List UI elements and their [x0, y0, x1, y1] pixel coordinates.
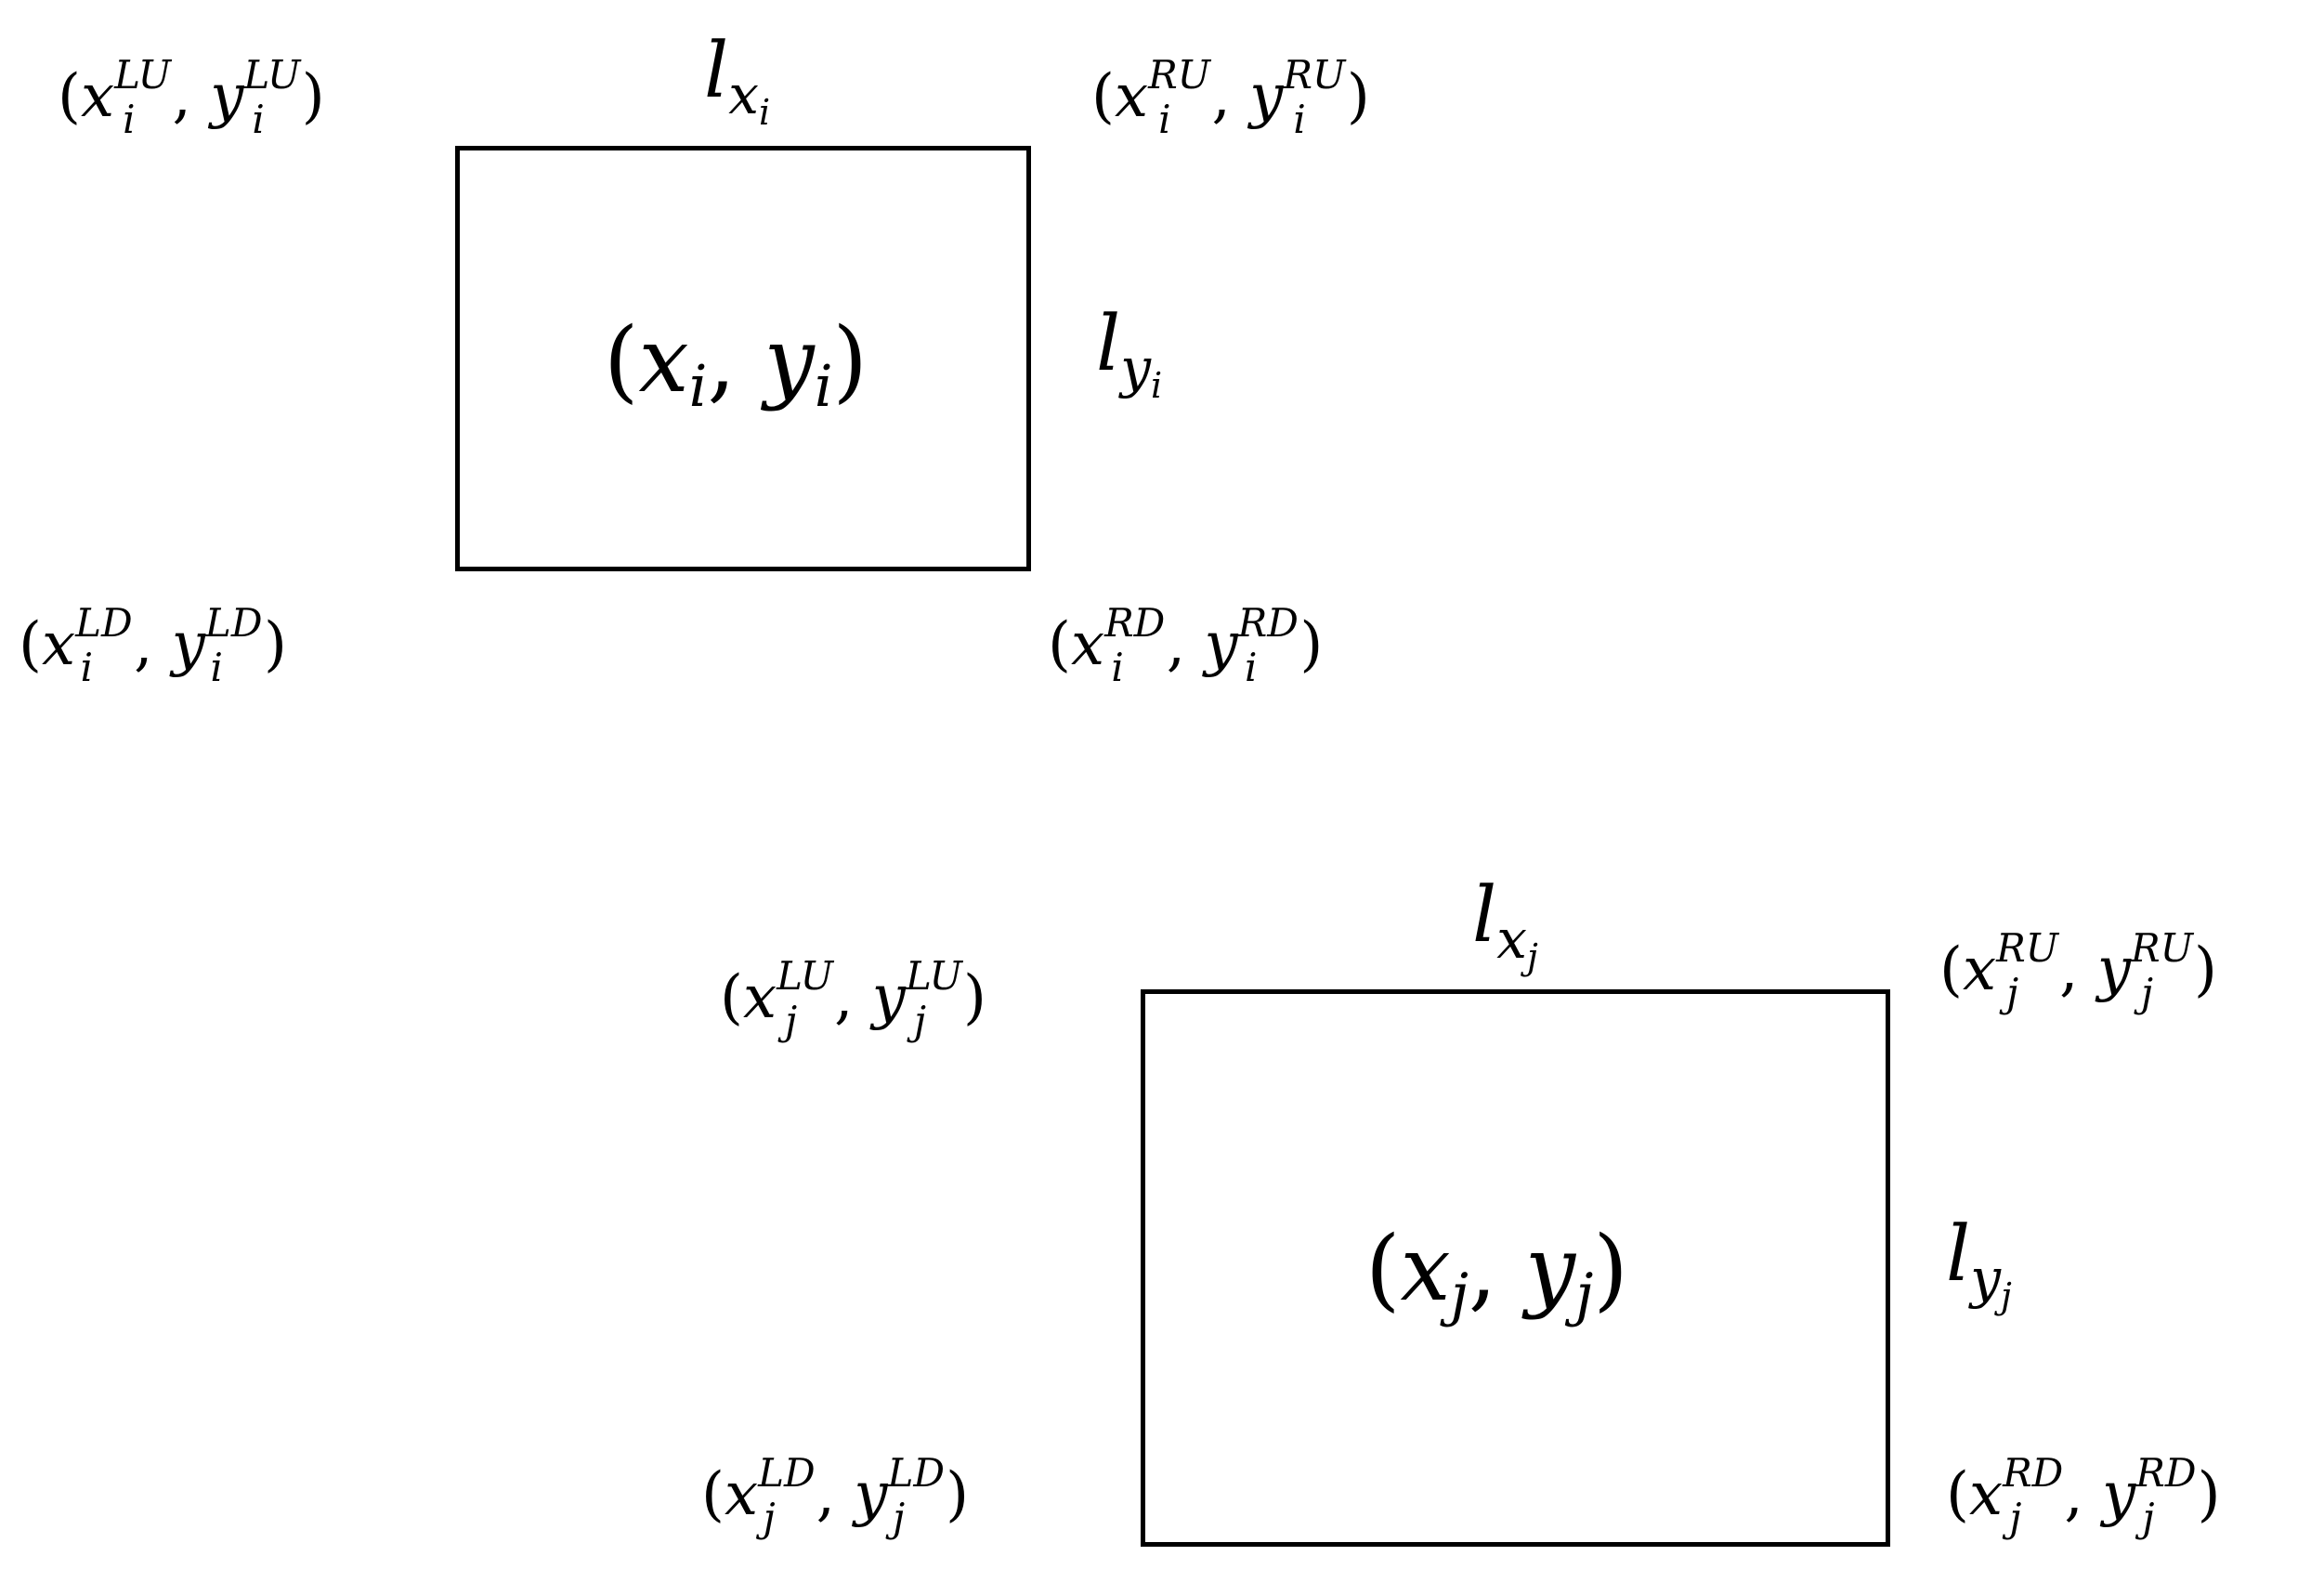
corner-label-ru-j: (xRUj, yRUj) [1939, 925, 2217, 1015]
corner-label-ru-i: (xRUi, yRUi) [1091, 52, 1370, 142]
bounding-box-i [455, 146, 1031, 571]
length-x-label-j: lxj [1472, 871, 1538, 977]
length-y-label-j: lyj [1946, 1210, 2012, 1316]
corner-label-lu-j: (xLUj, yLUj) [720, 953, 986, 1043]
corner-label-rd-j: (xRDj, yRDj) [1946, 1450, 2221, 1540]
corner-label-ld-i: (xLDi, yLDi) [19, 600, 287, 690]
bounding-box-j [1141, 989, 1890, 1547]
length-y-label-i: lyi [1096, 300, 1163, 406]
corner-label-ld-j: (xLDj, yLDj) [701, 1450, 970, 1540]
corner-label-rd-i: (xRDi, yRDi) [1048, 600, 1324, 690]
center-label-j: (xj, yj) [1365, 1217, 1628, 1328]
corner-label-lu-i: (xLUi, yLUi) [58, 52, 325, 142]
center-label-i: (xi, yi) [604, 308, 868, 420]
length-x-label-i: lxi [704, 27, 771, 133]
